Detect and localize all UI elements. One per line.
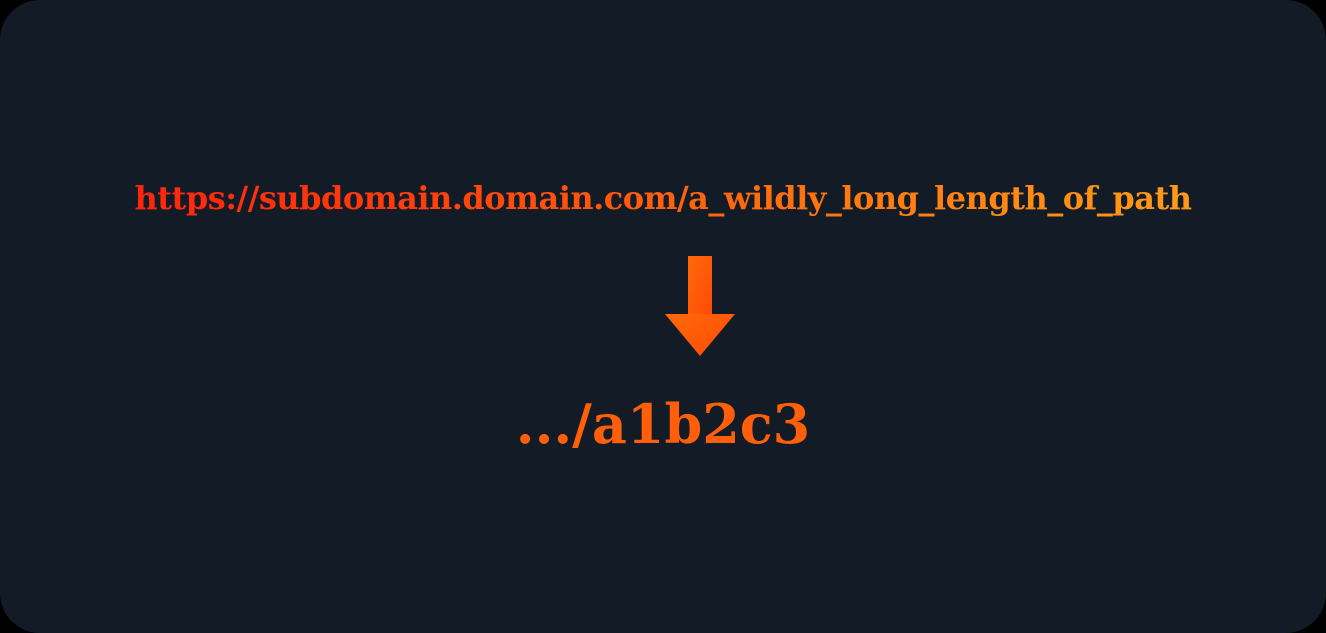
short-url-text: .../a1b2c3 — [515, 392, 811, 456]
arrow-down-icon — [665, 256, 735, 356]
long-url-text: https://subdomain.domain.com/a_wildly_lo… — [0, 168, 1326, 228]
